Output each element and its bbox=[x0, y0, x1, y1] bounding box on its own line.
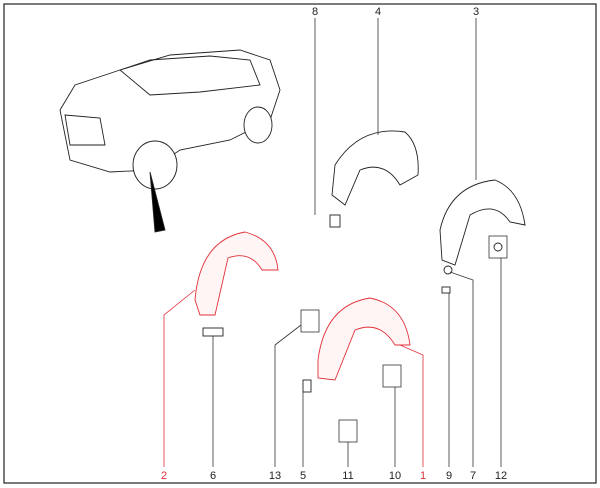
callout-7: 7 bbox=[470, 470, 476, 482]
callout-10: 10 bbox=[389, 470, 401, 482]
callout-11: 11 bbox=[342, 470, 353, 482]
part-7-nut bbox=[443, 265, 453, 275]
part-6-seal bbox=[202, 327, 224, 337]
callout-9: 9 bbox=[446, 470, 452, 482]
part-8-clip bbox=[329, 214, 341, 228]
diagram-frame bbox=[3, 3, 597, 484]
part-5-bracket bbox=[302, 379, 312, 393]
part-2-front-liner bbox=[194, 231, 279, 316]
callout-6: 6 bbox=[210, 470, 216, 482]
callout-3: 3 bbox=[473, 6, 479, 18]
part-1-front-liner bbox=[317, 297, 411, 381]
callout-5: 5 bbox=[300, 470, 306, 482]
part-13-box bbox=[300, 309, 320, 333]
leader-lines bbox=[163, 18, 502, 467]
callout-8: 8 bbox=[312, 6, 318, 18]
callout-12: 12 bbox=[495, 470, 507, 482]
pointer-arrow bbox=[149, 171, 166, 233]
callout-4: 4 bbox=[375, 6, 381, 18]
part-11-box bbox=[338, 419, 358, 443]
part-9-clip bbox=[441, 286, 451, 294]
callout-2: 2 bbox=[161, 470, 167, 482]
callout-1: 1 bbox=[420, 470, 426, 482]
vehicle-illustration bbox=[59, 49, 281, 233]
part-10-box bbox=[382, 364, 402, 388]
part-3-rear-liner bbox=[439, 179, 526, 266]
callout-13: 13 bbox=[269, 470, 281, 482]
part-4-rear-liner bbox=[331, 130, 419, 206]
